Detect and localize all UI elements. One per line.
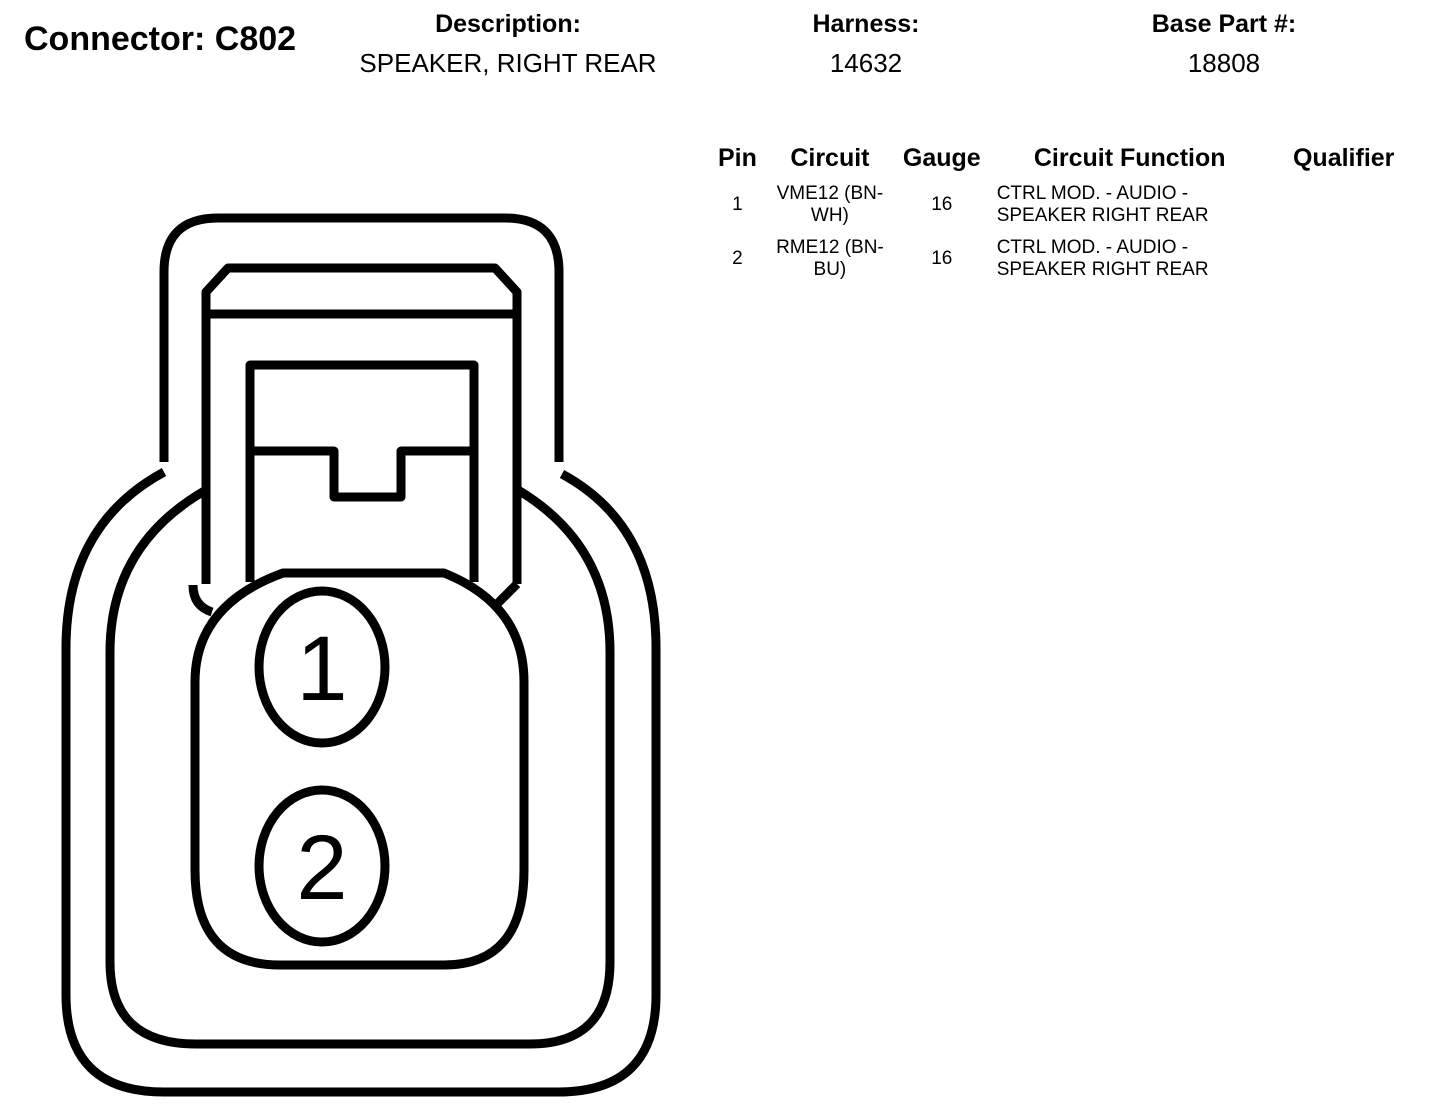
gauge-cell: 16 <box>931 248 953 269</box>
table-row: 1 VME12 (BN-WH) 16 CTRL MOD. - AUDIO - S… <box>712 181 1415 235</box>
latch-right-tick <box>493 580 521 608</box>
pin-1-cavity <box>254 586 390 748</box>
circuit-function-cell: CTRL MOD. - AUDIO - SPEAKER RIGHT REAR <box>996 183 1209 226</box>
pin-cell: 2 <box>732 248 743 269</box>
circuit-cell: VME12 (BN-WH) <box>776 183 884 226</box>
latch-lock-tab <box>245 360 479 582</box>
inner-housing-shell <box>105 486 615 1049</box>
latch-hook <box>188 584 214 617</box>
pin-cavity-block <box>190 568 529 970</box>
pin-header: Pin <box>718 144 757 172</box>
circuit-header: Circuit <box>790 144 870 172</box>
connector-title: Connector: C802 <box>24 20 297 58</box>
latch-notch <box>250 446 474 502</box>
table-row: 2 RME12 (BN-BU) 16 CTRL MOD. - AUDIO - S… <box>712 235 1415 289</box>
outer-latch-arch <box>159 213 564 462</box>
latch-body <box>201 263 522 584</box>
outer-housing-shell <box>61 468 661 1097</box>
description-label: Description: <box>435 10 581 38</box>
pin-table: Pin Circuit Gauge Circuit Function Quali… <box>712 142 1415 289</box>
pin-1-label: 1 <box>296 618 347 720</box>
gauge-header: Gauge <box>902 144 981 172</box>
description-value: SPEAKER, RIGHT REAR <box>359 48 657 78</box>
base-part-value: 18808 <box>1187 48 1261 78</box>
pin-2-cavity <box>254 785 390 947</box>
gauge-cell: 16 <box>931 194 953 215</box>
qualifier-header: Qualifier <box>1292 144 1395 172</box>
harness-label: Harness: <box>812 10 920 38</box>
harness-value: 14632 <box>829 48 903 78</box>
qualifier-cell <box>1273 235 1415 289</box>
connector-face-diagram: 1 2 <box>61 213 661 1097</box>
base-part-label: Base Part #: <box>1151 10 1297 38</box>
qualifier-cell <box>1273 181 1415 235</box>
pin-table-header-row: Pin Circuit Gauge Circuit Function Quali… <box>712 142 1415 181</box>
pin-cell: 1 <box>732 194 743 215</box>
pin-2-label: 2 <box>296 817 347 919</box>
circuit-function-header: Circuit Function <box>1033 144 1226 172</box>
circuit-cell: RME12 (BN-BU) <box>776 237 884 280</box>
circuit-function-cell: CTRL MOD. - AUDIO - SPEAKER RIGHT REAR <box>996 237 1209 280</box>
